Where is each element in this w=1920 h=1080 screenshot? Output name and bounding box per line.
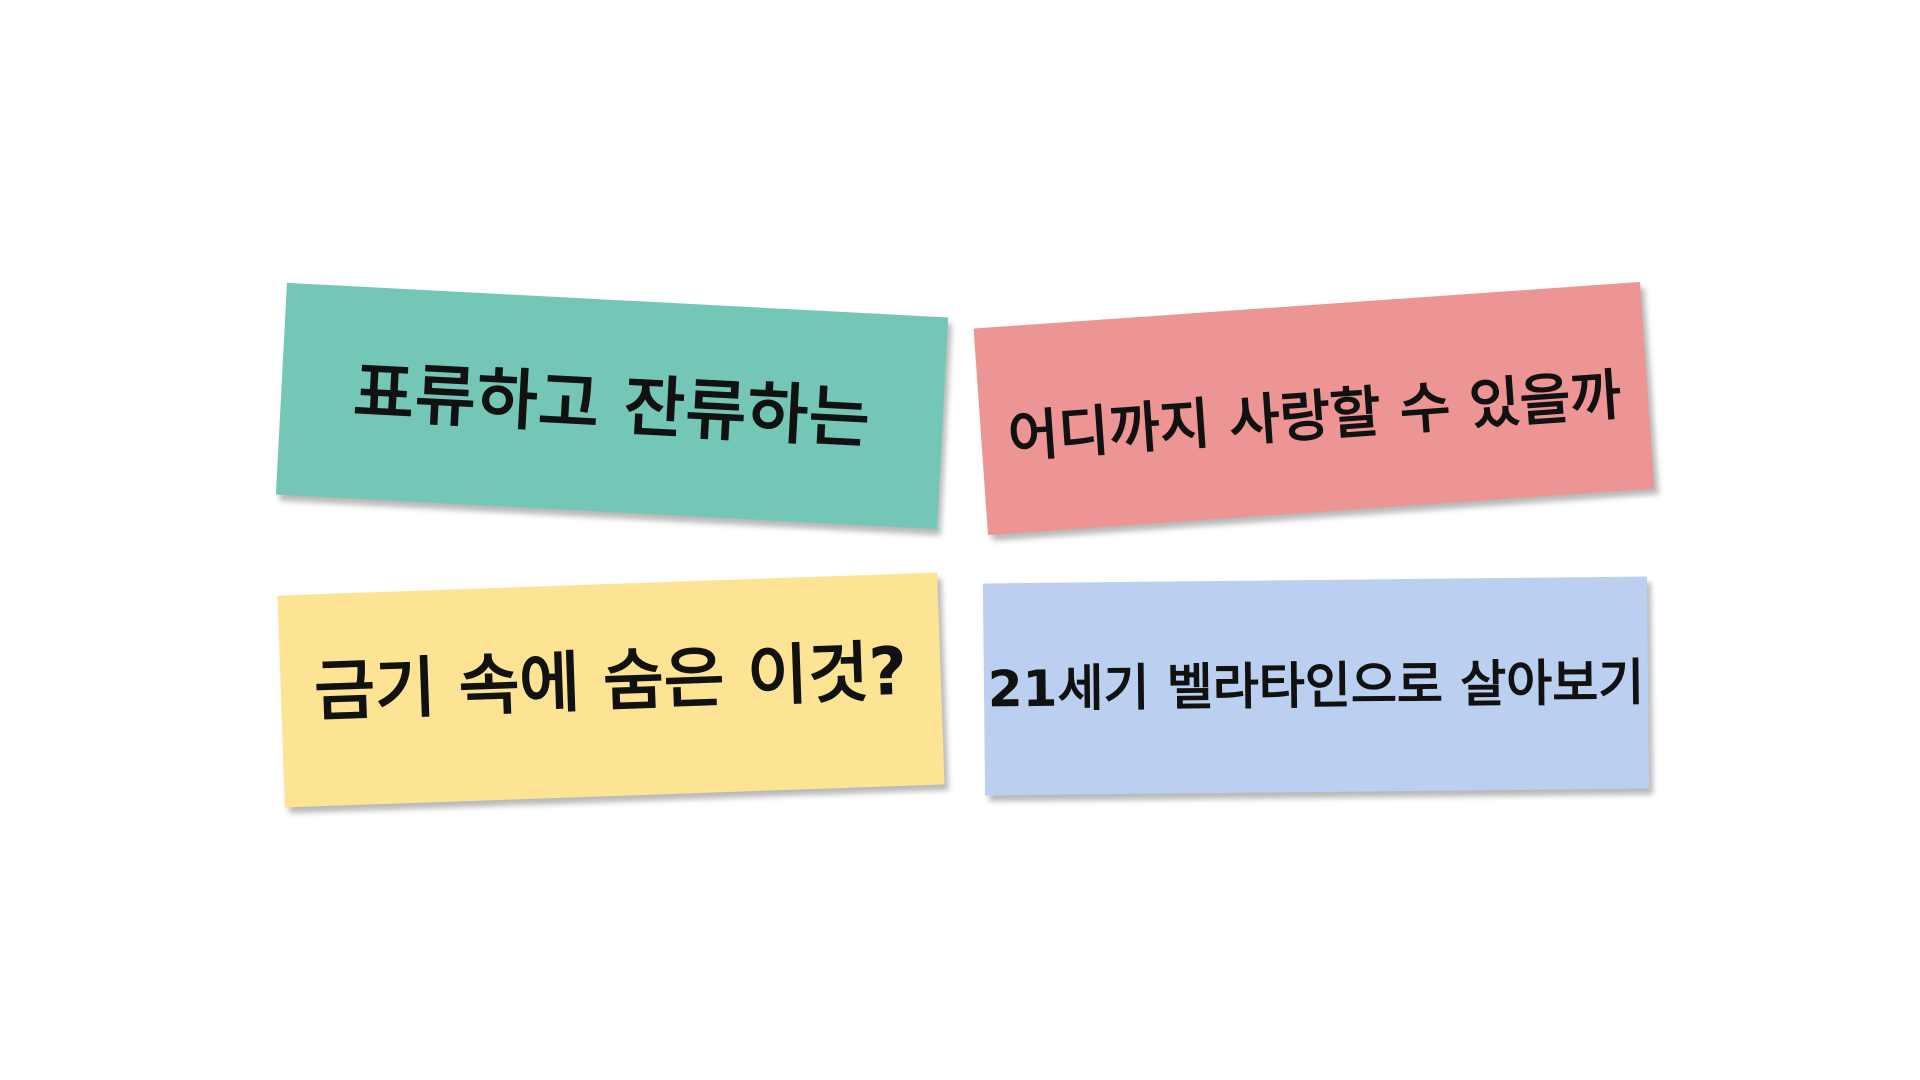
card-blue-label: 21세기 벨라타인으로 살아보기 — [987, 653, 1645, 719]
card-pink-label: 어디까지 사랑할 수 있을까 — [1006, 362, 1624, 470]
card-teal-label: 표류하고 잔류하는 — [351, 353, 873, 458]
card-pink: 어디까지 사랑할 수 있을까 — [973, 281, 1655, 536]
card-yellow-label: 금기 속에 숨은 이것? — [313, 632, 909, 731]
card-yellow: 금기 속에 숨은 이것? — [277, 572, 945, 808]
card-blue: 21세기 벨라타인으로 살아보기 — [982, 576, 1650, 796]
card-teal: 표류하고 잔류하는 — [275, 282, 949, 530]
